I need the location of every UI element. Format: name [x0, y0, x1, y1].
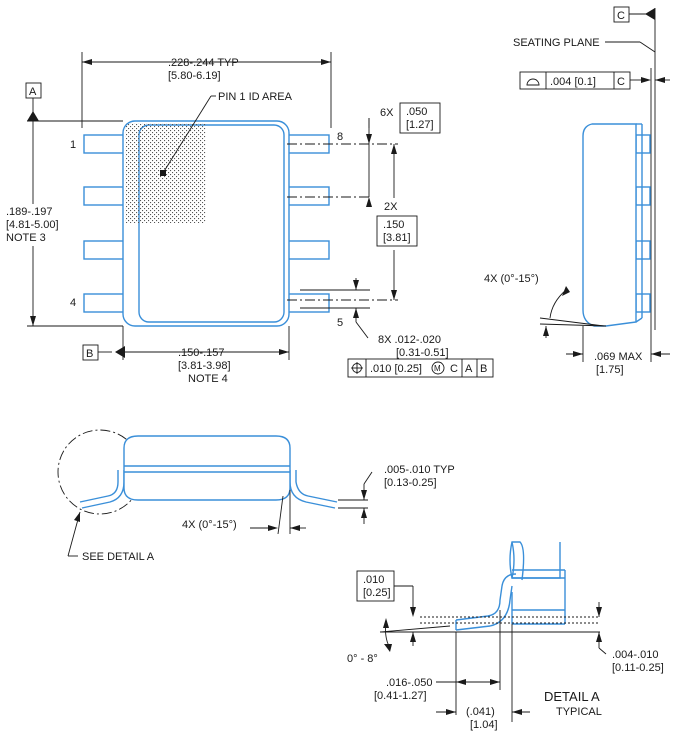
- flatness-tolerance-frame: .004 [0.1] C: [519, 71, 631, 90]
- ref-mm: [1.04]: [470, 719, 498, 731]
- length-dim-mm: [4.81-5.00]: [6, 219, 59, 231]
- standoff-inch: .010: [363, 574, 384, 586]
- pitch-mm: [1.27]: [406, 119, 434, 131]
- datum-b: B: [86, 348, 93, 360]
- flatness-datum: C: [617, 76, 625, 88]
- detail-a: .010 [0.25] 0° - 8° .004-.010 [0.11-0.25…: [347, 541, 664, 731]
- height-mm: [1.75]: [596, 364, 624, 376]
- body-width-note: NOTE 4: [188, 373, 228, 385]
- standoff-mm: [0.25]: [363, 587, 391, 599]
- width-dim-mm: [5.80-6.19]: [168, 70, 221, 82]
- lead-width-mm: [0.31-0.51]: [396, 347, 449, 359]
- stand-right-mm: [0.11-0.25]: [612, 662, 664, 674]
- lead-width-label: 8X .012-.020: [378, 334, 441, 346]
- foot-inch: .016-.050: [386, 677, 432, 689]
- pin-4-label: 4: [70, 297, 76, 309]
- end-body: [123, 435, 291, 501]
- pitch-inch: .050: [406, 106, 427, 118]
- side-body: [582, 123, 637, 327]
- pitch-count: 6X: [380, 107, 394, 119]
- top-view: PIN 1 ID AREA .228-.244 TYP [5.80-6.19] …: [2, 52, 494, 385]
- stand-right-inch: .004-.010: [612, 649, 658, 661]
- pin-5-label: 5: [337, 317, 343, 329]
- span-count: 2X: [384, 201, 398, 213]
- detail-angle-label: 0° - 8°: [347, 653, 378, 665]
- side-angle-label: 4X (0°-15°): [484, 273, 539, 285]
- width-dim-label: .228-.244 TYP: [168, 57, 239, 69]
- flatness-tolerance: .004 [0.1]: [550, 76, 596, 88]
- fcf-modifier: M: [434, 364, 441, 373]
- end-angle-label: 4X (0°-15°): [182, 519, 237, 531]
- end-view: .005-.010 TYP [0.13-0.25] 4X (0°-15°) SE…: [57, 429, 455, 563]
- pin-1-label: 1: [70, 139, 76, 151]
- length-dim-label: .189-.197: [6, 206, 52, 218]
- ref-inch: (.041): [466, 706, 495, 718]
- seating-plane-label: SEATING PLANE: [513, 37, 600, 49]
- position-tolerance-frame: .010 [0.25] M C A B: [347, 358, 494, 378]
- detail-subtitle: TYPICAL: [556, 706, 602, 718]
- length-note: NOTE 3: [6, 232, 46, 244]
- pin-8-label: 8: [337, 131, 343, 143]
- package-body-inner: [138, 124, 285, 323]
- fcf-datum-3: B: [480, 363, 487, 375]
- datum-c: C: [617, 10, 625, 22]
- detail-title: DETAIL A: [544, 689, 600, 704]
- thickness-label: .005-.010 TYP: [384, 464, 455, 476]
- see-detail-label: SEE DETAIL A: [82, 551, 155, 563]
- datum-a: A: [29, 86, 37, 98]
- body-width-mm: [3.81-3.98]: [178, 360, 231, 372]
- pin1-id-label: PIN 1 ID AREA: [218, 91, 293, 103]
- fcf-tolerance: .010 [0.25]: [370, 363, 422, 375]
- body-width-label: .150-.157: [178, 347, 224, 359]
- span-inch: .150: [383, 219, 404, 231]
- span-mm: [3.81]: [383, 232, 411, 244]
- fcf-datum-1: C: [450, 363, 458, 375]
- thickness-mm: [0.13-0.25]: [384, 477, 437, 489]
- fcf-datum-2: A: [465, 363, 473, 375]
- foot-mm: [0.41-1.27]: [374, 690, 427, 702]
- side-view: C SEATING PLANE .004 [0.1] C 4X (: [484, 6, 670, 376]
- height-label: .069 MAX: [594, 351, 643, 363]
